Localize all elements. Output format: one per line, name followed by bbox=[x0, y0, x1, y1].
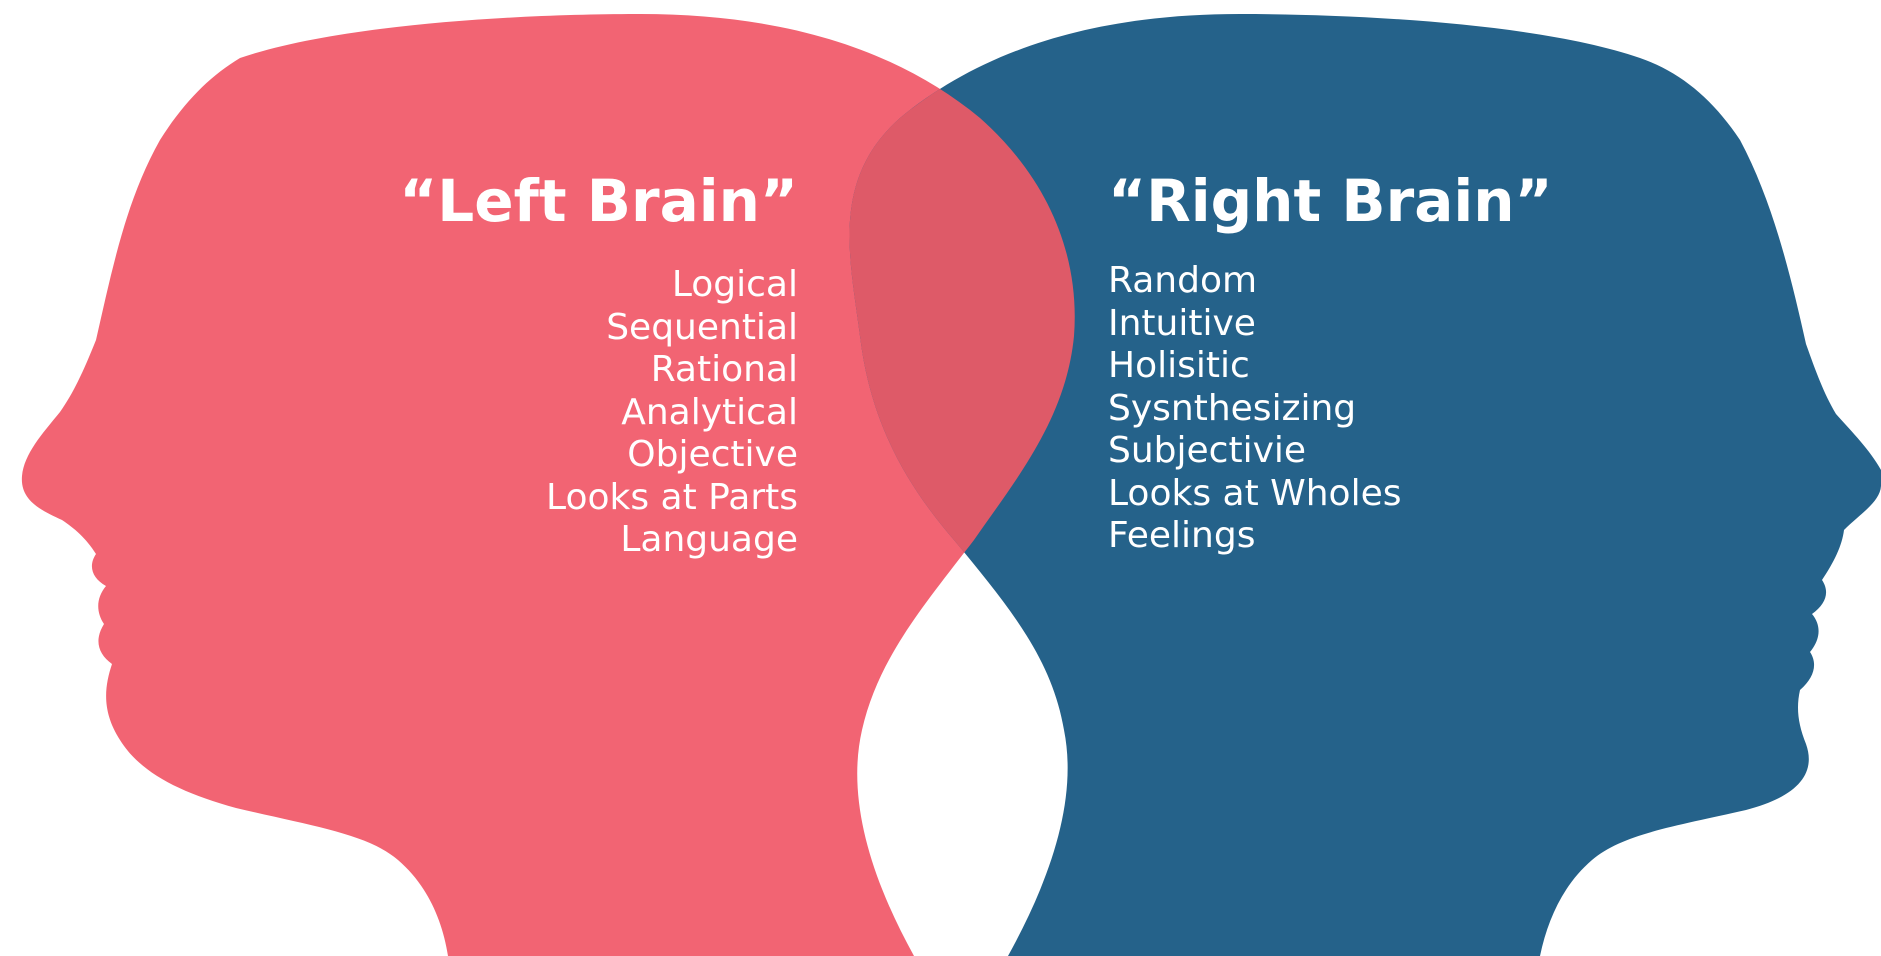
right-brain-title: “Right Brain” bbox=[1108, 167, 1553, 235]
left-trait: Looks at Parts bbox=[546, 476, 798, 518]
left-trait: Analytical bbox=[621, 391, 798, 433]
right-brain-traits: Random Intuitive Holisitic Sysnthesizing… bbox=[1108, 260, 1401, 558]
right-trait: Intuitive bbox=[1108, 302, 1256, 344]
left-trait: Logical bbox=[671, 264, 798, 305]
left-head-silhouette bbox=[21, 14, 1075, 956]
left-trait: Rational bbox=[650, 349, 798, 390]
right-trait: Feelings bbox=[1108, 515, 1256, 556]
left-trait: Objective bbox=[627, 434, 798, 475]
right-head-silhouette bbox=[849, 14, 1881, 956]
right-trait: Sysnthesizing bbox=[1108, 387, 1357, 429]
left-trait: Sequential bbox=[606, 306, 798, 348]
left-trait: Language bbox=[620, 519, 798, 560]
right-trait: Subjectivie bbox=[1108, 430, 1307, 471]
right-trait: Random bbox=[1108, 260, 1258, 301]
left-brain-traits: Logical Sequential Rational Analytical O… bbox=[546, 264, 798, 562]
right-trait: Holisitic bbox=[1108, 345, 1250, 386]
right-trait: Looks at Wholes bbox=[1108, 472, 1402, 514]
left-brain-title: “Left Brain” bbox=[399, 167, 798, 235]
